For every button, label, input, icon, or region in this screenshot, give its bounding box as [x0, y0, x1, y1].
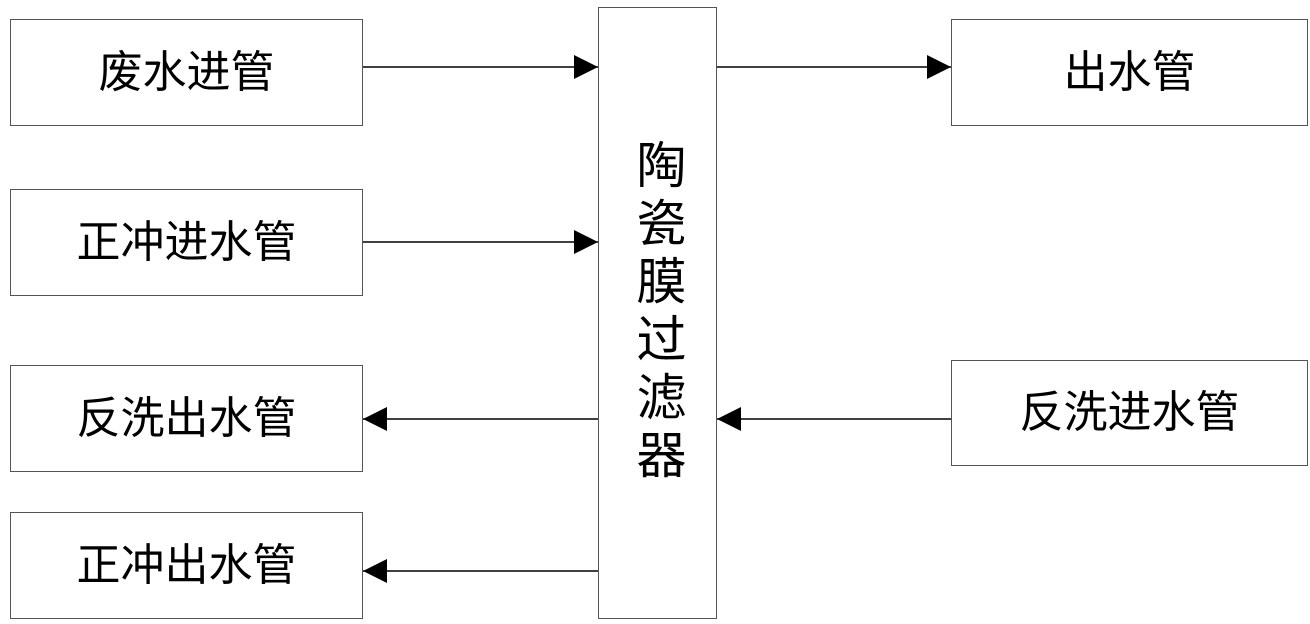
water-outlet-label: 出水管: [1063, 46, 1196, 98]
backwash-outlet-label: 反洗出水管: [76, 392, 297, 444]
water-outlet-node: 出水管: [951, 19, 1308, 126]
forward-flush-outlet-label: 正冲出水管: [76, 539, 297, 591]
backwash-outlet-node: 反洗出水管: [10, 365, 363, 472]
forward-flush-inlet-label: 正冲进水管: [76, 216, 297, 268]
wastewater-inlet-node: 废水进管: [10, 19, 363, 126]
backwash-inlet-label: 反洗进水管: [1019, 387, 1240, 438]
ceramic-membrane-filter-node: 陶瓷膜过滤器: [598, 7, 717, 619]
forward-flush-outlet-node: 正冲出水管: [10, 512, 363, 619]
forward-flush-inlet-node: 正冲进水管: [10, 189, 363, 296]
backwash-inlet-node: 反洗进水管: [951, 360, 1308, 466]
wastewater-inlet-label: 废水进管: [98, 46, 275, 98]
ceramic-membrane-filter-label: 陶瓷膜过滤器: [628, 139, 687, 487]
